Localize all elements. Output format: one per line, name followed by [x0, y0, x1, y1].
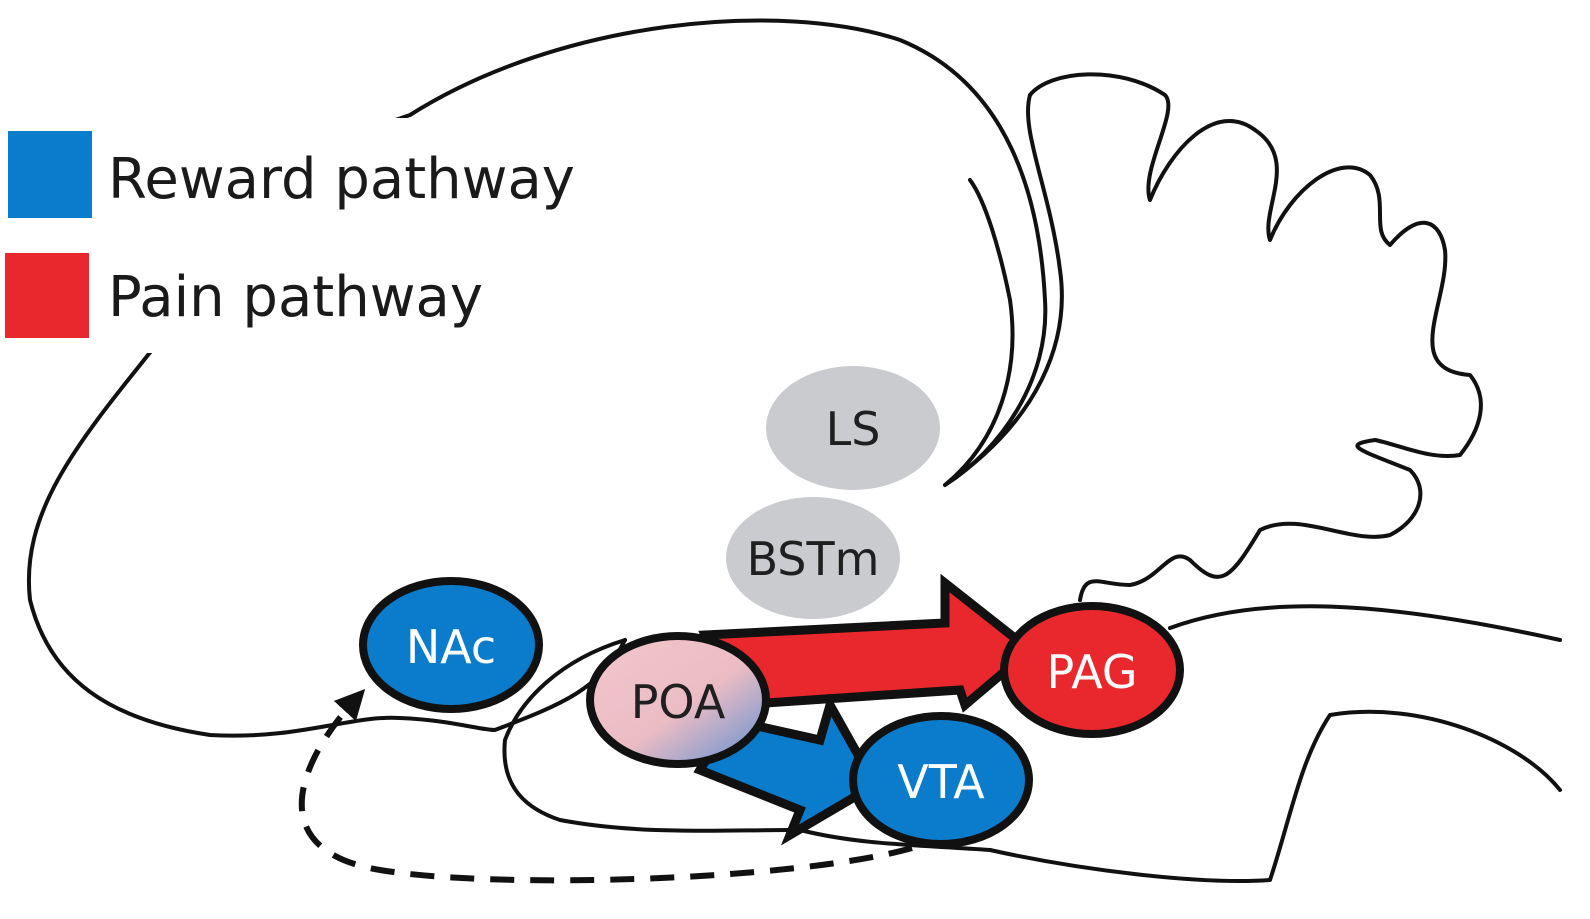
region-pag: PAG: [1000, 602, 1184, 738]
nac-node: [359, 577, 543, 713]
region-vta: VTA: [849, 712, 1033, 848]
legend-swatch-pain: [5, 253, 89, 338]
dashed-feedback-arrow: [298, 688, 913, 884]
legend-swatch-reward: [8, 131, 92, 218]
poa-label: POA: [631, 675, 726, 729]
vta-node: [849, 712, 1033, 848]
region-poa: POA: [586, 632, 770, 768]
legend-label-reward: Reward pathway: [108, 147, 575, 212]
pag-node: [1000, 602, 1184, 738]
region-bstm: BSTm: [726, 497, 900, 619]
vta-label: VTA: [897, 755, 985, 809]
region-nac: NAc: [359, 577, 543, 713]
poa-node: [586, 632, 770, 768]
pain-arrow-poa-pag: [698, 573, 1038, 713]
legend: Reward pathway Pain pathway: [0, 118, 620, 353]
ls-node: [766, 366, 940, 490]
nac-label: NAc: [406, 620, 496, 674]
bstm-node: [726, 497, 900, 619]
legend-label-pain: Pain pathway: [108, 265, 483, 330]
pag-label: PAG: [1046, 645, 1137, 699]
bstm-label: BSTm: [747, 532, 880, 586]
legend-background: [0, 118, 620, 353]
ls-label: LS: [826, 402, 881, 456]
region-ls: LS: [766, 366, 940, 490]
